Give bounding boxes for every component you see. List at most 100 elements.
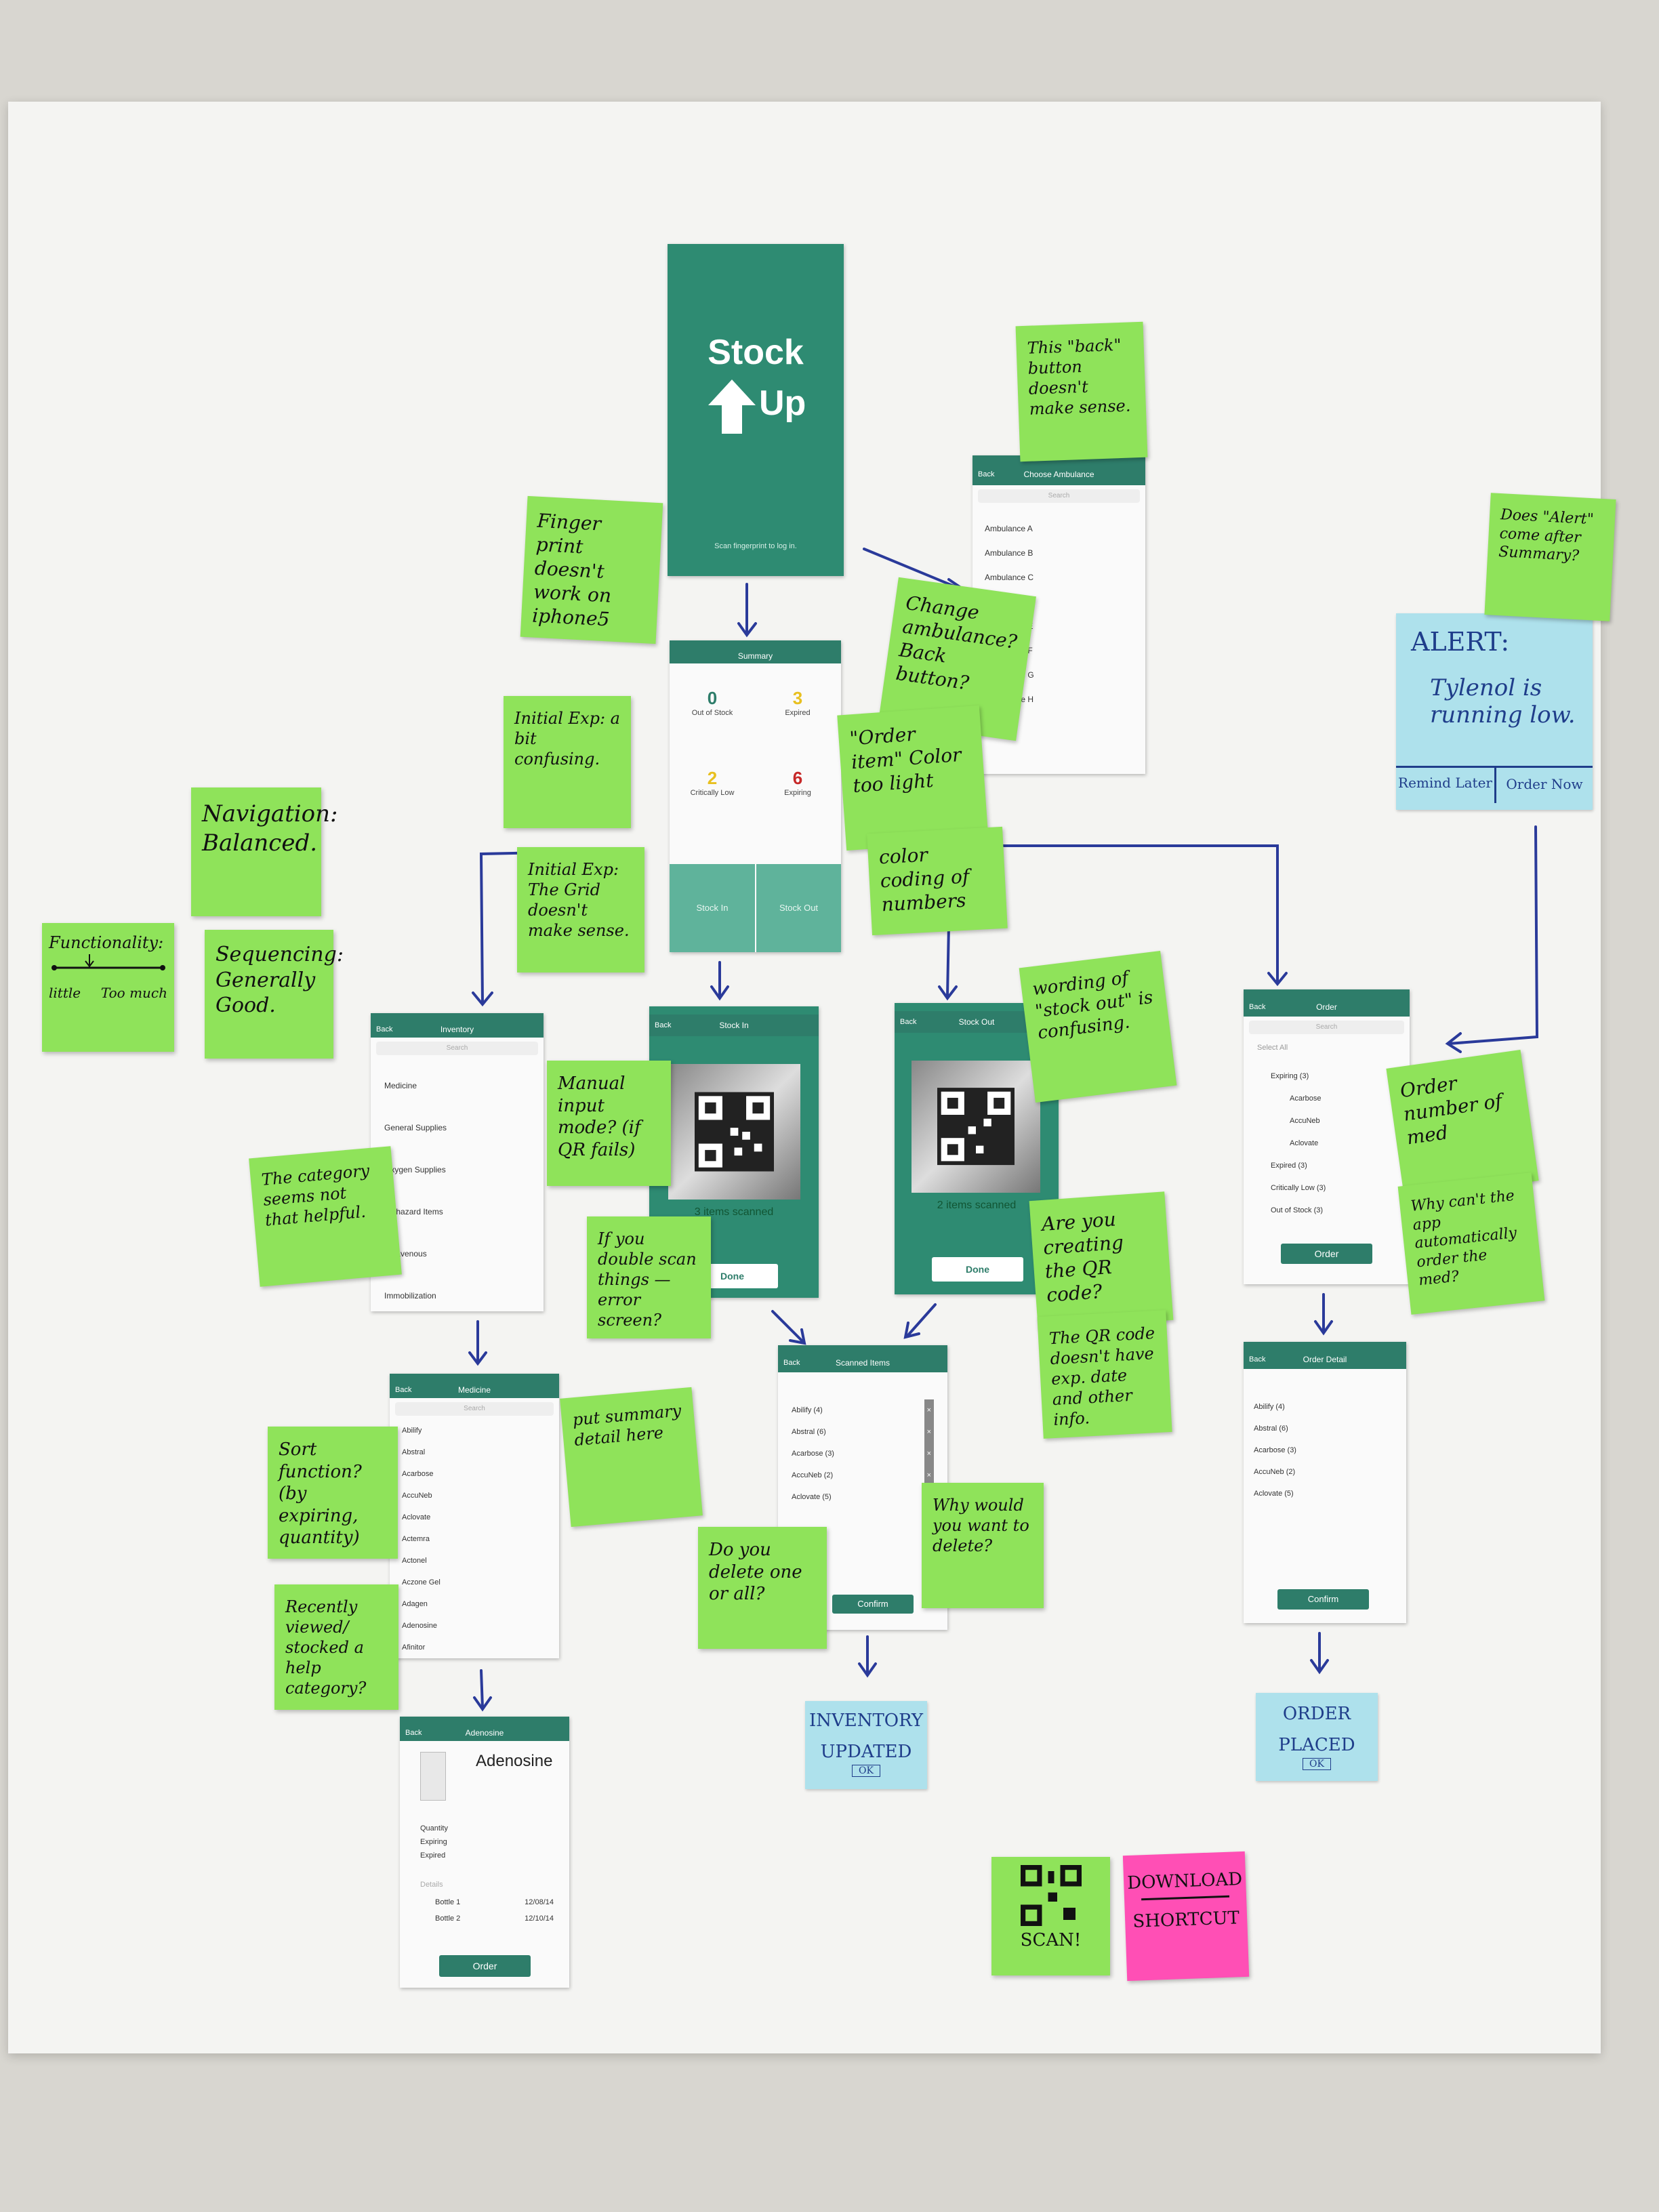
list-item[interactable]: Adagen [402, 1600, 428, 1608]
back-button[interactable]: Back [900, 1018, 917, 1026]
list-item[interactable]: Aczone Gel [402, 1578, 441, 1586]
alert-body: Tylenol is running low. [1430, 674, 1576, 729]
qr-scanner-view[interactable] [912, 1061, 1040, 1193]
list-item[interactable]: Ambulance A [985, 524, 1033, 533]
splash-screen: Stock Up Scan fingerprint to log in. [668, 244, 844, 576]
list-item[interactable]: Expiring (3) [1271, 1072, 1309, 1080]
stock-in-button[interactable]: Stock In [670, 864, 755, 952]
ok-button[interactable]: OK [852, 1765, 880, 1777]
back-button[interactable]: Back [1249, 1355, 1266, 1364]
summary-grid: 0 Out of Stock 3 Expired 2 Critically Lo… [670, 663, 841, 826]
order-button[interactable]: Order [1281, 1244, 1372, 1264]
status-bar [371, 1013, 544, 1021]
nav-bar: Back Order Detail [1244, 1350, 1406, 1369]
inventory-updated-label: INVENTORY UPDATED OK [805, 1701, 927, 1789]
sticky-note: Does "Alert" come after Summary? [1484, 493, 1616, 621]
delete-icon[interactable]: × [924, 1399, 934, 1421]
summary-cell-out-of-stock[interactable]: 0 Out of Stock [691, 688, 733, 717]
list-item: Abstral (6) [1254, 1425, 1288, 1433]
nav-title: Choose Ambulance [1023, 470, 1094, 479]
list-item[interactable]: General Supplies [384, 1123, 447, 1132]
list-item[interactable]: Medicine [384, 1081, 417, 1090]
list-item[interactable]: AccuNeb [1290, 1117, 1320, 1125]
delete-icon[interactable]: × [924, 1465, 934, 1486]
list-item[interactable]: Adenosine [402, 1622, 437, 1630]
search-input[interactable]: Search [978, 489, 1140, 503]
summary-cell-critically-low[interactable]: 2 Critically Low [690, 768, 735, 797]
confirm-button[interactable]: Confirm [832, 1595, 914, 1614]
nav-title: Adenosine [465, 1728, 504, 1738]
sticky-note: Manual input mode? (if QR fails) [547, 1061, 671, 1186]
sticky-note: The category seems not that helpful. [249, 1146, 402, 1287]
list-item[interactable]: Actemra [402, 1535, 430, 1543]
up-arrow-icon [708, 380, 756, 434]
select-all[interactable]: Select All [1257, 1044, 1288, 1052]
nav-title: Order [1316, 1002, 1337, 1012]
list-item[interactable]: Intravenous [384, 1249, 427, 1258]
list-item[interactable]: Abstral [402, 1448, 426, 1456]
search-input[interactable]: Search [376, 1042, 538, 1055]
summary-cell-expiring[interactable]: 6 Expiring [784, 768, 811, 797]
delete-icon[interactable]: × [924, 1421, 934, 1443]
nav-title: Order Detail [1303, 1355, 1347, 1364]
list-item[interactable]: Ambulance B [985, 548, 1033, 558]
list-item[interactable]: Afinitor [402, 1643, 426, 1652]
search-input[interactable]: Search [1249, 1021, 1404, 1034]
qr-scanner-view[interactable] [668, 1064, 800, 1200]
status-bar [1244, 1342, 1406, 1350]
back-button[interactable]: Back [405, 1729, 422, 1737]
back-button[interactable]: Back [395, 1386, 412, 1394]
back-button[interactable]: Back [376, 1025, 393, 1033]
list-item[interactable]: Expired (3) [1271, 1162, 1307, 1170]
sticky-note: color coding of numbers [867, 826, 1008, 936]
remind-later-button[interactable]: Remind Later [1398, 775, 1492, 791]
order-now-button[interactable]: Order Now [1494, 768, 1593, 803]
list-item[interactable]: Acarbose [1290, 1094, 1322, 1103]
list-item[interactable]: Oxygen Supplies [384, 1165, 446, 1174]
sticky-note: Sort function? (by expiring, quantity) [268, 1427, 398, 1559]
list-item[interactable]: Ambulance C [985, 573, 1034, 582]
list-item: Acarbose (3)× [792, 1443, 934, 1465]
sticky-note: Initial Exp: a bit confusing. [504, 696, 631, 828]
list-item: Acarbose (3) [1254, 1446, 1296, 1454]
list-item[interactable]: Actonel [402, 1557, 427, 1565]
stock-out-button[interactable]: Stock Out [756, 864, 841, 952]
fingerprint-hint[interactable]: Scan fingerprint to log in. [714, 542, 797, 550]
scan-note: SCAN! [991, 1857, 1110, 1975]
summary-cell-expired[interactable]: 3 Expired [785, 688, 811, 717]
back-button[interactable]: Back [978, 470, 995, 478]
list-item[interactable]: Abilify [402, 1427, 422, 1435]
list-item[interactable]: Aclovate [402, 1513, 431, 1521]
list-item[interactable]: Critically Low (3) [1271, 1184, 1326, 1192]
list-item[interactable]: Aclovate [1290, 1139, 1319, 1147]
ok-button[interactable]: OK [1303, 1758, 1331, 1770]
list-item[interactable]: Immobilization [384, 1291, 436, 1300]
nav-bar: Back Order [1244, 998, 1410, 1017]
back-button[interactable]: Back [1249, 1003, 1266, 1011]
delete-icon[interactable]: × [924, 1443, 934, 1465]
list-item[interactable]: AccuNeb [402, 1492, 432, 1500]
status-bar [390, 1374, 559, 1382]
confirm-button[interactable]: Confirm [1277, 1589, 1369, 1610]
sticky-note: Initial Exp: The Grid doesn't make sense… [517, 847, 644, 972]
search-input[interactable]: Search [395, 1402, 554, 1416]
back-button[interactable]: Back [655, 1021, 672, 1029]
list-item[interactable]: Acarbose [402, 1470, 434, 1478]
order-placed-label: ORDER PLACED OK [1256, 1693, 1378, 1781]
list-item: Aclovate (5)× [792, 1486, 934, 1508]
done-button[interactable]: Done [932, 1257, 1023, 1282]
list-item[interactable]: Biohazard Items [384, 1207, 443, 1216]
status-bar [670, 640, 841, 649]
back-button[interactable]: Back [783, 1359, 800, 1367]
list-item[interactable]: Out of Stock (3) [1271, 1206, 1324, 1214]
order-button[interactable]: Order [439, 1955, 531, 1977]
